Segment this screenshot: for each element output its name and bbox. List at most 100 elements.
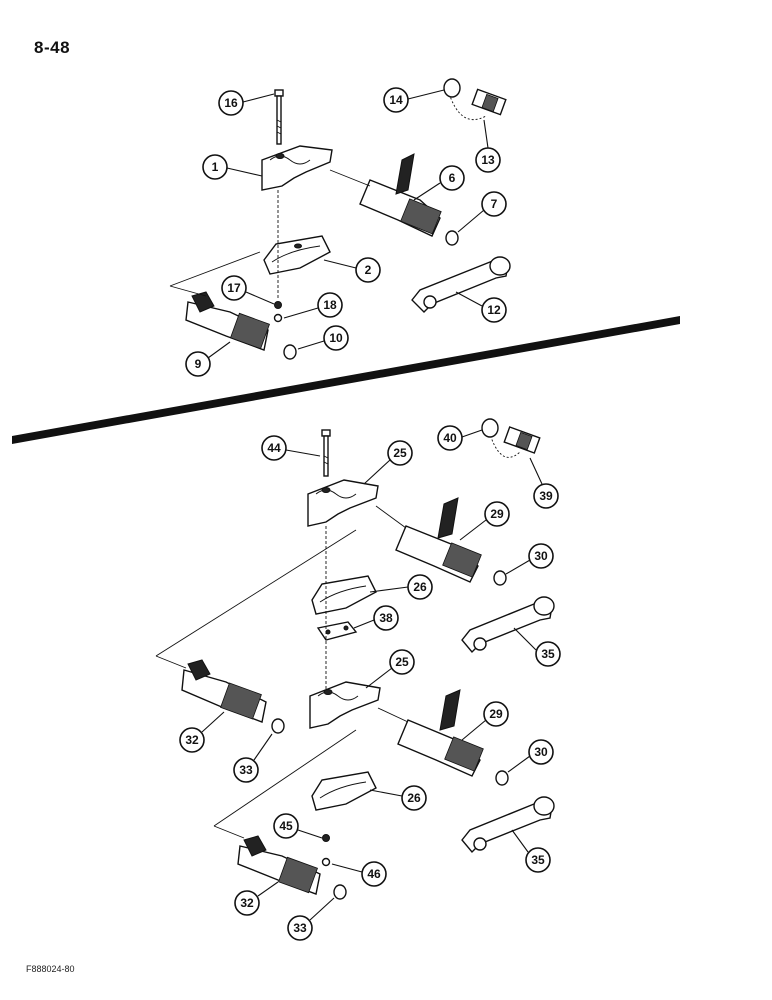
callout-label-9: 9	[195, 357, 202, 371]
callout-label-18: 18	[323, 298, 337, 312]
clamp-part-26-lower	[311, 771, 377, 811]
callout-label-40: 40	[443, 431, 457, 445]
callout-1: 1	[202, 154, 263, 180]
wrench-part-12	[411, 256, 511, 313]
callout-label-39: 39	[539, 489, 553, 503]
bolt-part-44	[321, 429, 331, 477]
callout-label-33-upper: 33	[239, 763, 253, 777]
callout-9: 9	[185, 341, 231, 377]
o-ring-part-30-lower	[495, 770, 509, 786]
callout-label-25-upper: 25	[393, 446, 407, 460]
callout-label-30-upper: 30	[534, 549, 548, 563]
callout-40: 40	[437, 425, 483, 451]
callout-label-13: 13	[481, 153, 495, 167]
callout-label-14: 14	[389, 93, 403, 107]
nut-part-45	[322, 834, 330, 842]
callout-7: 7	[457, 191, 507, 233]
plate-part-38	[316, 621, 358, 641]
clamp-part-25-upper	[307, 479, 379, 527]
coupler-part-9	[185, 291, 270, 351]
callout-17: 17	[221, 275, 275, 305]
callout-26-upper: 26	[369, 574, 433, 600]
callout-30-lower: 30	[507, 739, 554, 773]
callout-label-16: 16	[224, 96, 238, 110]
coupler-part-32-upper	[181, 659, 267, 723]
o-ring-part-33-upper	[271, 718, 285, 734]
o-ring-part-33-lower	[333, 884, 347, 900]
coupler-part-32-lower	[237, 835, 321, 895]
callout-label-46: 46	[367, 867, 381, 881]
callout-29-upper: 29	[459, 501, 510, 541]
callout-label-35-upper: 35	[541, 647, 555, 661]
washer-part-18	[273, 313, 283, 323]
washer-part-46	[321, 857, 331, 867]
callout-label-35-lower: 35	[531, 853, 545, 867]
section-divider	[12, 316, 680, 444]
callout-label-10: 10	[329, 331, 343, 345]
callout-45: 45	[273, 813, 323, 839]
clamp-part-26-upper	[311, 575, 377, 615]
callouts-bottom: 44 40 25 39 29 30 26	[179, 425, 561, 941]
callout-label-32-upper: 32	[185, 733, 199, 747]
callouts-top: 16 14 13 1 6 7 2	[185, 87, 507, 377]
callout-label-26-lower: 26	[407, 791, 421, 805]
callout-33-upper: 33	[233, 733, 273, 783]
callout-label-29-upper: 29	[490, 507, 504, 521]
wrench-part-35-upper	[461, 596, 555, 654]
callout-18: 18	[283, 292, 343, 319]
wrench-part-35-lower	[461, 796, 555, 854]
coupler-part-6	[329, 153, 442, 237]
o-ring-part-30-upper	[493, 570, 507, 586]
callout-33-lower: 33	[287, 897, 335, 941]
callout-46: 46	[331, 861, 387, 887]
clamp-part-1	[261, 145, 333, 191]
callout-12: 12	[455, 291, 507, 323]
callout-39: 39	[529, 457, 559, 509]
clamp-part-25-lower	[309, 681, 381, 729]
callout-label-6: 6	[449, 171, 456, 185]
figure-code: F888024-80	[26, 964, 75, 974]
callout-38: 38	[353, 605, 399, 631]
nut-part-17	[274, 301, 282, 309]
callout-label-44: 44	[267, 441, 281, 455]
callout-6: 6	[413, 165, 465, 201]
callout-29-lower: 29	[461, 701, 509, 741]
callout-label-45: 45	[279, 819, 293, 833]
callout-16: 16	[218, 90, 275, 116]
callout-44: 44	[261, 435, 321, 461]
callout-26-lower: 26	[369, 785, 427, 811]
callout-25-upper: 25	[363, 440, 413, 485]
callout-30-upper: 30	[505, 543, 554, 575]
callout-label-30-lower: 30	[534, 745, 548, 759]
coupler-part-29-upper	[375, 497, 482, 583]
dust-cap-part-39	[481, 418, 541, 458]
callout-label-2: 2	[365, 263, 372, 277]
callout-32-upper: 32	[179, 711, 225, 753]
callout-13: 13	[475, 119, 501, 173]
callout-32-lower: 32	[234, 881, 279, 916]
callout-35-upper: 35	[513, 627, 561, 667]
callout-label-38: 38	[379, 611, 393, 625]
bolt-part-16	[274, 89, 284, 145]
callout-35-lower: 35	[511, 829, 551, 873]
clamp-part-2	[263, 235, 331, 275]
callout-label-26-upper: 26	[413, 580, 427, 594]
page-number: 8-48	[34, 38, 71, 57]
callout-label-33-lower: 33	[293, 921, 307, 935]
coupler-part-29-lower	[377, 689, 484, 777]
callout-25-lower: 25	[365, 649, 415, 689]
callout-label-17: 17	[227, 281, 241, 295]
callout-label-29-lower: 29	[489, 707, 503, 721]
callout-14: 14	[383, 87, 445, 113]
dust-cap-part-13	[443, 78, 507, 121]
callout-label-7: 7	[491, 197, 498, 211]
callout-label-12: 12	[487, 303, 501, 317]
callout-label-25-lower: 25	[395, 655, 409, 669]
callout-10: 10	[297, 325, 349, 351]
callout-label-32-lower: 32	[240, 896, 254, 910]
callout-label-1: 1	[212, 160, 219, 174]
callout-2: 2	[323, 257, 381, 283]
o-ring-part-7	[445, 230, 459, 246]
o-ring-part-10	[283, 344, 297, 360]
